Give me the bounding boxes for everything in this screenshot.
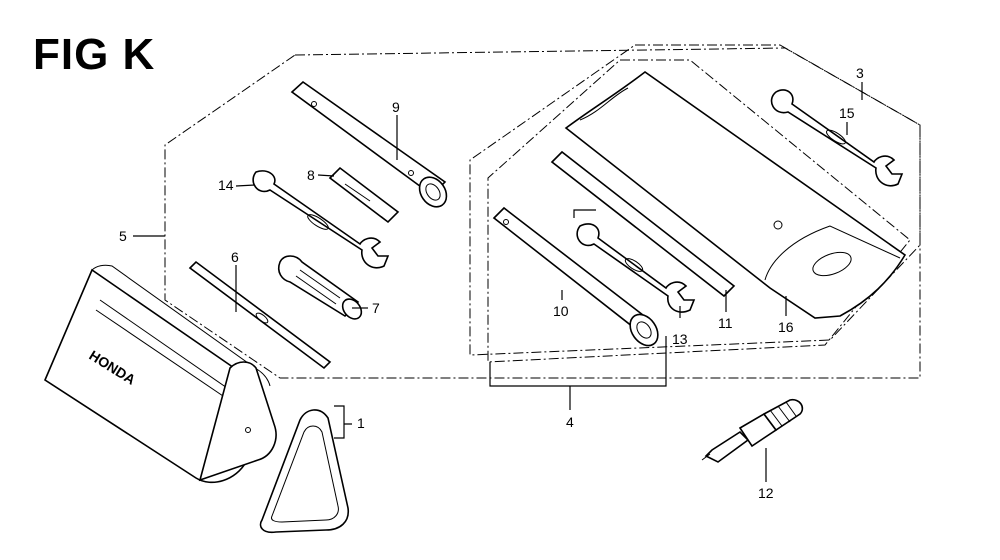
callout-13: 13: [672, 331, 688, 347]
open-end-wrench-bag: [576, 223, 696, 313]
figure-title: FIG K: [33, 30, 156, 79]
spark-plug: [701, 398, 804, 463]
callout-14: 14: [218, 177, 234, 193]
callout-4: 4: [566, 414, 574, 430]
box-wrench-lower: [492, 206, 659, 347]
callout-11: 11: [718, 315, 733, 331]
screwdriver-shaft: [188, 260, 332, 370]
bracket-4: [489, 336, 667, 387]
rubber-band: [259, 409, 350, 534]
callout-16: 16: [778, 319, 794, 335]
bracket-13: [573, 209, 596, 218]
callout-15: 15: [839, 105, 855, 121]
screwdriver-handle: [277, 255, 363, 320]
callout-10: 10: [553, 303, 569, 319]
callout-3: 3: [856, 65, 864, 81]
callout-9: 9: [392, 99, 400, 115]
bracket-1: [334, 405, 352, 439]
screwdriver-bit: [328, 166, 400, 224]
open-end-wrench-right: [770, 89, 904, 187]
tool-kit-frame: [164, 47, 921, 379]
tool-bag: [564, 71, 907, 319]
callout-1: 1: [357, 415, 365, 431]
callout-5: 5: [119, 228, 127, 244]
leader-14: [235, 184, 256, 187]
tool-case: HONDA: [43, 264, 277, 484]
callout-6: 6: [231, 249, 239, 265]
extension-bar: [550, 150, 736, 298]
leader-8: [317, 174, 335, 177]
callout-12: 12: [758, 485, 774, 501]
callout-7: 7: [372, 300, 380, 316]
open-end-wrench-left: [252, 170, 390, 269]
bag-outline-frame: [487, 59, 911, 363]
callout-8: 8: [307, 167, 315, 183]
box-wrench-upper: [290, 80, 448, 208]
